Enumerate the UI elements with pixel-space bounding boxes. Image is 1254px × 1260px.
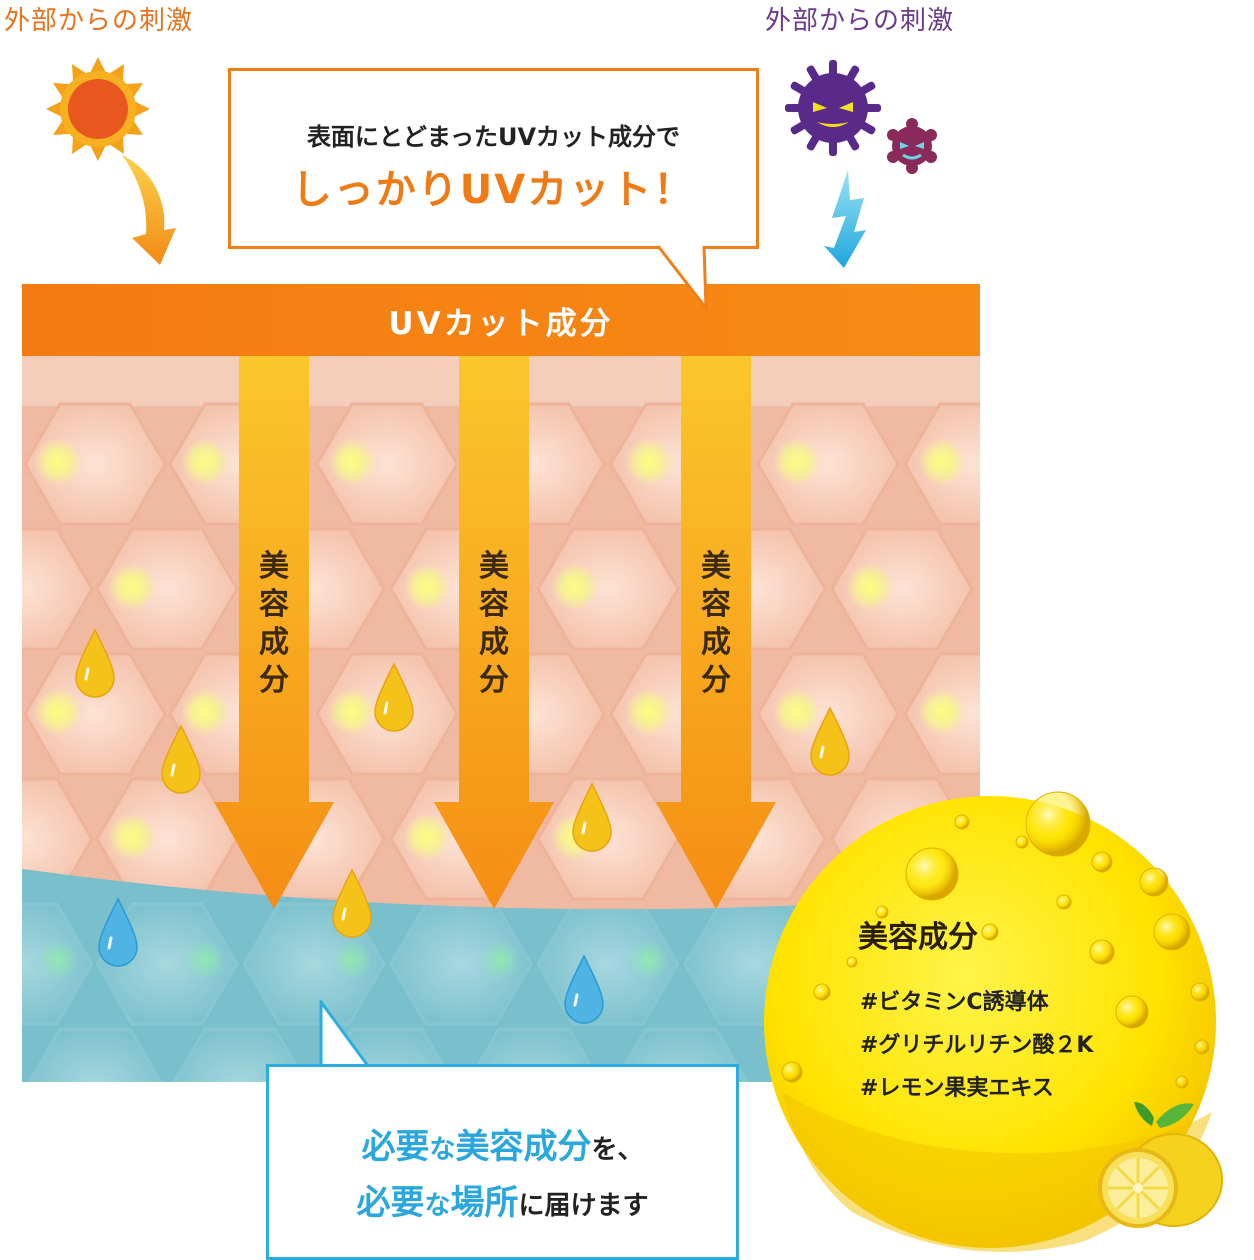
sun-icon — [46, 57, 150, 161]
arrow-1-label: 美容成分 — [259, 549, 289, 698]
callout-headline: しっかりUVカット！ — [291, 167, 696, 213]
ingredient-tag: #グリチルリチン酸２K — [860, 1033, 1094, 1058]
ingredient-circle — [764, 791, 1216, 1252]
arrow-2-label: 美容成分 — [479, 549, 509, 698]
orange-arrow-icon — [122, 155, 176, 265]
ingredient-tag: #ビタミンC誘導体 — [860, 990, 1049, 1015]
arrow-3-label: 美容成分 — [701, 549, 731, 698]
ingredient-tag: #レモン果実エキス — [860, 1076, 1054, 1101]
uv-cut-layer-label: UVカット成分 — [388, 306, 614, 342]
lemon-icon — [1098, 1102, 1223, 1228]
delivery-callout: 必要な美容成分を、 必要な場所に届けます — [266, 1064, 739, 1260]
external-stimulus-label-left: 外部からの刺激 — [4, 6, 194, 36]
callout-tail — [656, 244, 708, 313]
ingredients-title: 美容成分 — [858, 920, 978, 955]
virus-small-icon — [887, 118, 937, 174]
delivery-line-2: 必要な場所に届けます — [356, 1183, 649, 1223]
arrow-3 — [656, 356, 776, 909]
callout-subtitle: 表面にとどまったUVカット成分で — [306, 123, 681, 151]
delivery-line-1: 必要な美容成分を、 — [361, 1127, 644, 1167]
lightning-icon — [824, 170, 866, 268]
external-stimulus-label-right: 外部からの刺激 — [765, 6, 955, 36]
arrow-1 — [214, 356, 334, 909]
arrow-2 — [434, 356, 554, 909]
virus-large-icon — [785, 60, 881, 156]
uv-cut-callout: 表面にとどまったUVカット成分で しっかりUVカット！ — [228, 68, 759, 249]
bottom-callout-tail — [319, 1000, 370, 1067]
